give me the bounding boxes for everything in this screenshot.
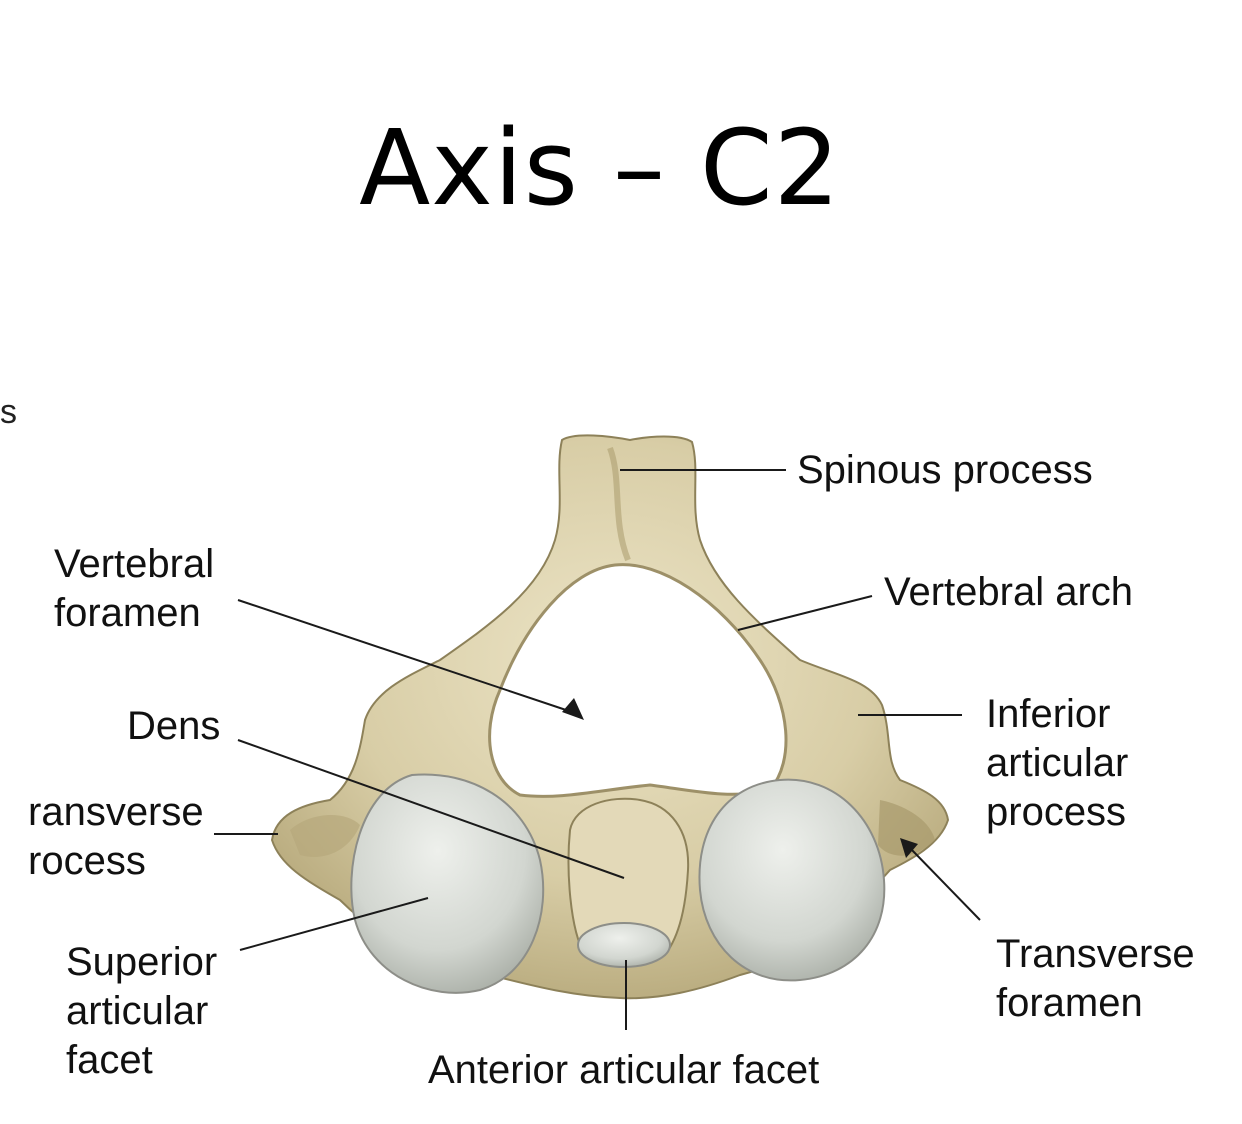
leader-line-transverse-foramen [910, 848, 980, 920]
label-anterior-articular-facet: Anterior articular facet [428, 1046, 819, 1095]
label-vertebral-foramen: Vertebral foramen [54, 540, 214, 638]
label-dens: Dens [127, 702, 220, 751]
anterior-articular-facet-shape [578, 923, 670, 967]
label-vertebral-arch: Vertebral arch [884, 568, 1133, 617]
label-inferior-articular-process: Inferior articular process [986, 690, 1128, 837]
leader-line-vertebral-arch [738, 596, 872, 630]
label-superior-articular-facet: Superior articular facet [66, 938, 217, 1085]
label-spinous-process: Spinous process [797, 446, 1093, 495]
label-transverse-foramen: Transverse foramen [996, 930, 1195, 1028]
label-transverse-process: ransverse rocess [28, 788, 204, 886]
